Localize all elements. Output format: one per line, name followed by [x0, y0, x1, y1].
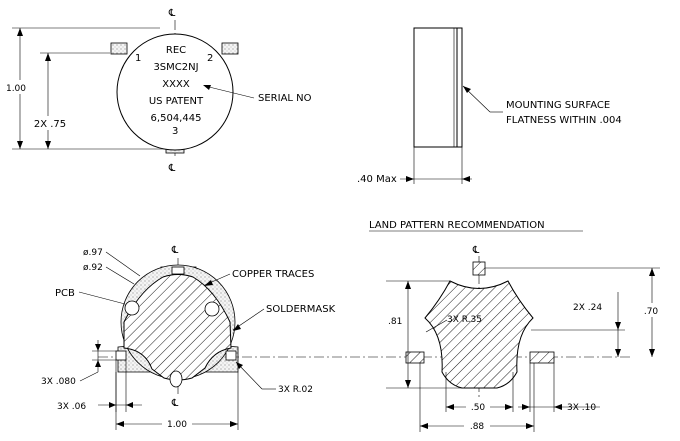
- land-width-arrow-right: [526, 423, 534, 429]
- pad-w-arrow-right: [126, 402, 133, 408]
- marking-line-1: REC: [166, 45, 186, 56]
- pad-notch-top: [171, 266, 185, 275]
- marking-line-2: 3SMC2NJ: [153, 62, 198, 73]
- width-label-bg: [162, 417, 192, 430]
- side-arrow-right: [462, 176, 470, 182]
- centerline-symbol-top: ℄: [168, 8, 176, 19]
- marking-line-5: 6,504,445: [151, 113, 202, 124]
- land-width-label: .88: [470, 422, 485, 432]
- dim-label-bg: [3, 80, 29, 94]
- bottom-centerline-bottom: ℄: [171, 398, 179, 409]
- land-pad-left: [405, 351, 425, 364]
- dia-inner-leader: [105, 266, 135, 285]
- dia-outer-leader: [105, 251, 141, 277]
- bottom-centerline-top: ℄: [171, 245, 179, 256]
- dim-arrow-pin-bottom: [45, 141, 51, 149]
- land-total-arrow-top: [649, 268, 655, 276]
- land-total-arrow-bottom: [649, 349, 655, 357]
- land-pad-width-label: 3X .10: [567, 403, 596, 413]
- bottom-view: ℄ ℄ ø.97 ø.92 PCB COPPER TRACES SOLDERMA…: [41, 245, 630, 430]
- pcb-leader: [78, 291, 126, 305]
- pad-width-label: 3X .06: [57, 402, 86, 412]
- marking-line-4: US PATENT: [149, 96, 204, 107]
- pad-2: [221, 42, 239, 55]
- dim-height-label: 1.00: [6, 84, 26, 94]
- centerline-symbol-bottom: ℄: [168, 163, 176, 174]
- pcb-label: PCB: [55, 288, 75, 299]
- pcb-hole-left: [124, 300, 140, 316]
- flatness-note-2: FLATNESS WITHIN .004: [506, 115, 622, 126]
- pin-3-label: 3: [172, 126, 178, 137]
- serial-arrowhead: [203, 85, 211, 90]
- pin-1-label: 1: [135, 53, 141, 64]
- width-label: 1.00: [167, 420, 187, 430]
- land-h-arrow-top: [405, 281, 411, 289]
- land-offset-arrow-bottom: [615, 349, 621, 357]
- land-total-label-bg: [640, 303, 662, 317]
- land-center-width-label: .50: [471, 403, 486, 413]
- copper-traces-label: COPPER TRACES: [232, 269, 314, 280]
- dim-pin-spacing-label: 2X .75: [34, 119, 66, 130]
- land-total-label: .70: [644, 307, 659, 317]
- land-pad-arrow-left: [522, 404, 530, 410]
- land-radius-label: 3X R.35: [447, 315, 482, 325]
- dim-arrow-pin-top: [45, 53, 51, 61]
- side-arrow-left: [406, 176, 414, 182]
- pad-height-label: 3X .080: [41, 377, 76, 387]
- land-center-label-bg: [466, 400, 490, 413]
- top-view: ℄ 1 2 3 REC 3SMC2NJ XXXX US PATENT 6,504…: [3, 8, 312, 174]
- land-pad-top: [472, 261, 486, 276]
- radius-arrowhead: [236, 362, 243, 369]
- pad-h-arrow-top: [95, 344, 101, 351]
- dia-inner-label: ø.92: [83, 263, 103, 273]
- land-main-pad: [424, 280, 534, 389]
- land-centerline: ℄: [472, 245, 480, 256]
- land-offset-label: 2X .24: [573, 303, 602, 313]
- pad-1: [110, 42, 128, 55]
- pad-notch-left: [115, 350, 127, 361]
- land-pattern-title: LAND PATTERN RECOMMENDATION: [369, 220, 545, 231]
- land-pattern: LAND PATTERN RECOMMENDATION ℄ 3X R.35 .8…: [369, 220, 662, 432]
- land-pad-right: [529, 351, 555, 364]
- pad-notch-right: [225, 350, 237, 361]
- land-h-label-bg: [386, 313, 406, 327]
- land-center-arrow-right: [505, 404, 513, 410]
- marking-line-3: XXXX: [162, 79, 190, 90]
- pad-h-leader: [79, 371, 99, 382]
- pad-w-arrow-left: [109, 402, 116, 408]
- copper-traces: [123, 274, 232, 381]
- serial-leader: [204, 85, 255, 99]
- land-h-arrow-bottom: [405, 380, 411, 388]
- land-center-arrow-left: [446, 404, 454, 410]
- pcb-hole-right: [204, 301, 220, 317]
- land-offset-arrow-top: [615, 322, 621, 330]
- serial-label: SERIAL NO: [258, 93, 312, 104]
- land-height-label: .81: [388, 317, 402, 327]
- land-radius-leader: [425, 319, 448, 333]
- radius-label: 3X R.02: [278, 385, 313, 395]
- pad-h-arrow-bottom: [95, 360, 101, 367]
- side-pad: [456, 27, 463, 148]
- dim-label-bg-2: [27, 116, 73, 130]
- side-view: MOUNTING SURFACE FLATNESS WITHIN .004 .4…: [357, 27, 622, 185]
- soldermask-arrowhead: [233, 324, 241, 331]
- dim-arrow-top: [17, 28, 23, 36]
- flatness-arrowhead: [463, 86, 471, 93]
- copper-arrowhead: [204, 280, 213, 286]
- dim-arrow-bottom: [17, 141, 23, 149]
- flatness-note-1: MOUNTING SURFACE: [506, 100, 610, 111]
- land-width-label-bg: [464, 419, 490, 432]
- component-body: [116, 33, 234, 151]
- dia-outer-label: ø.97: [83, 248, 103, 258]
- side-body: [413, 27, 458, 148]
- soldermask-label: SOLDERMASK: [266, 304, 336, 315]
- pin-2-label: 2: [207, 53, 213, 64]
- width-arrow-left: [116, 421, 124, 427]
- pcb-hole-bottom: [169, 370, 183, 388]
- land-pad-arrow-right: [554, 404, 562, 410]
- side-dim-label: .40 Max: [357, 174, 397, 185]
- land-width-arrow-left: [420, 423, 428, 429]
- width-arrow-right: [230, 421, 238, 427]
